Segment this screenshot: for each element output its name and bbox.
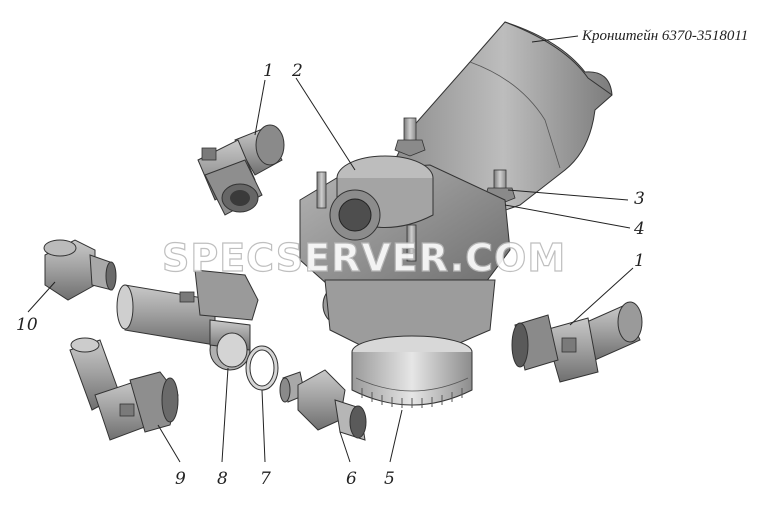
leader-9	[157, 424, 181, 463]
callout-6: 6	[346, 469, 357, 489]
tee-fitting	[116, 269, 259, 371]
sealing-washer	[245, 345, 279, 391]
elbow-fitting-top	[197, 124, 285, 216]
bracket-bolt-left	[394, 117, 426, 157]
leader-1a	[254, 79, 266, 136]
callout-5: 5	[384, 469, 395, 489]
leader-4	[504, 204, 631, 229]
bracket-part-label: Кронштейн 6370-3518011	[581, 28, 748, 44]
leader-3	[507, 189, 629, 201]
straight-connector	[43, 239, 117, 301]
filter-cap	[351, 335, 473, 408]
leader-8	[221, 367, 229, 463]
leader-6	[339, 431, 351, 463]
callout-2: 2	[291, 61, 303, 81]
watermark-text: SPECSERVER.COM	[162, 236, 566, 280]
leader-lines	[27, 35, 634, 463]
elbow-fitting-bottom	[69, 337, 179, 441]
leader-title	[531, 35, 579, 43]
callout-1-right: 1	[634, 251, 645, 271]
callout-3: 3	[634, 189, 645, 209]
callout-1-top: 1	[263, 61, 274, 81]
callout-7: 7	[260, 469, 271, 489]
leader-2	[295, 77, 356, 171]
leader-7	[261, 389, 266, 463]
leader-10	[27, 281, 56, 313]
elbow-fitting-right	[511, 301, 643, 383]
leader-5	[389, 409, 403, 463]
callout-9: 9	[175, 469, 186, 489]
callout-4: 4	[633, 219, 645, 239]
callout-8: 8	[217, 469, 228, 489]
threaded-adapter	[279, 369, 367, 441]
leader-1b	[569, 267, 634, 326]
callout-10: 10	[16, 315, 38, 335]
valve-body	[299, 155, 511, 346]
